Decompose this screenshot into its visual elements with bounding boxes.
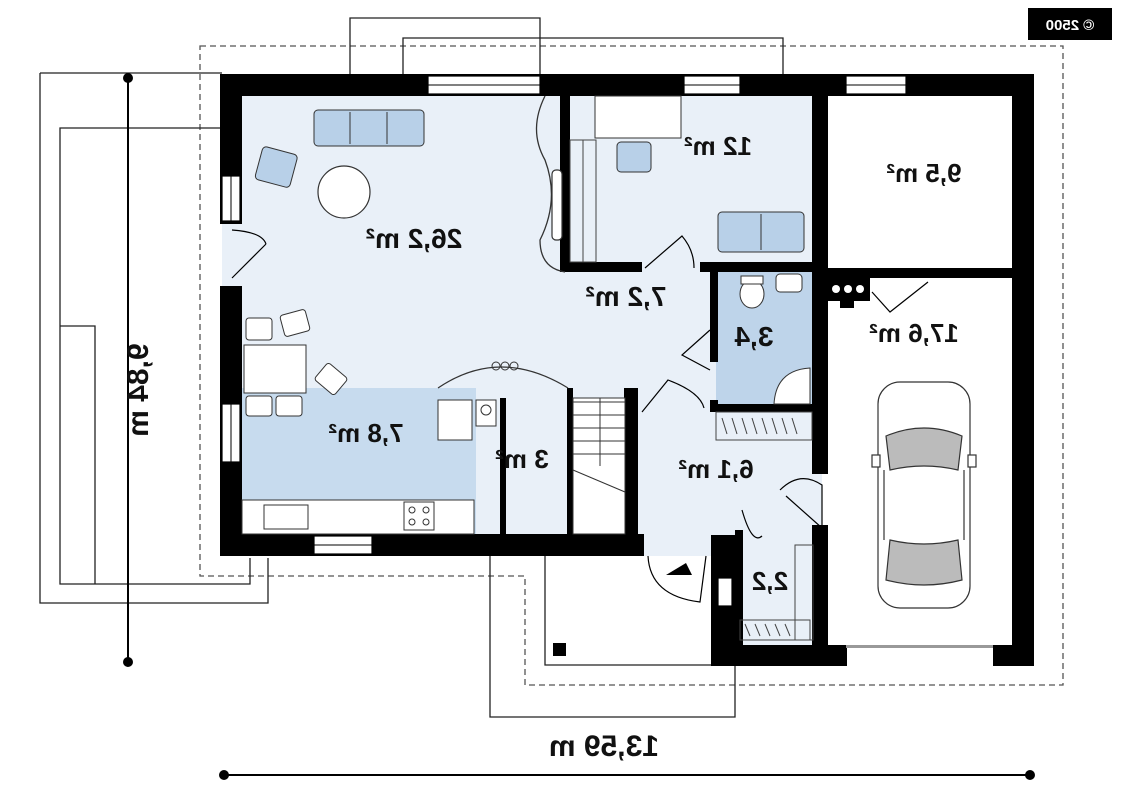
armchair-living [254,146,298,188]
terrace-inner-outline [59,127,251,585]
top-bay-outline [349,17,541,76]
curved-partition [535,95,566,273]
hangers [721,417,798,637]
terrace-step [60,325,96,584]
porch-column [553,643,566,656]
coffee-table [317,165,371,219]
entrance-outline [489,556,736,718]
sofa-living [313,109,425,147]
room-area-label-wardrobe: 2,2 [752,566,788,596]
kitchen-counter [241,499,475,535]
window-sills [230,84,906,546]
built-in-wardrobe [569,139,814,641]
badge [1028,8,1112,40]
depth-dimension-label: 9,84 m [122,343,155,436]
doors [231,229,929,603]
chimney [826,270,870,308]
entrance-arrow-icon [666,563,692,575]
radiator-icon [491,361,519,371]
sofa-room [717,211,805,253]
stairs [572,397,626,535]
depth-dimension-line [123,73,133,667]
room-area-label-garage-storage: 9,5 m² [886,158,961,188]
room-area-label-kitchen: 7,8 m² [328,418,403,448]
room-area-label-pantry: 3 m² [495,444,549,474]
fridge [437,399,497,441]
dining-set [243,309,348,417]
badge-text: © 2500 [1046,17,1095,34]
room-area-label-vestibule: 6,1 m² [678,454,753,484]
car-icon [871,381,977,609]
room-area-label-bathroom: 3,4 [734,321,773,352]
terrace-outline [39,73,269,604]
room-area-label-hall: 7,2 m² [586,281,667,312]
porch-outline [544,556,715,666]
bathroom-fixtures [739,273,811,405]
office-chair [616,141,652,173]
room-area-label-living: 26,2 m² [366,223,463,254]
width-dimension-label: 13,59 m [549,730,659,763]
garage-door-mark [846,645,993,648]
roof-outline [199,45,1064,686]
top-bay-outline-2 [402,37,784,76]
desk [594,95,682,139]
floor-wardrobe [735,540,823,650]
fireplace [551,169,563,241]
width-dimension-line [219,770,1035,780]
room-area-label-room-12: 12 m² [684,131,752,161]
room-area-label-garage: 17,6 m² [869,318,959,348]
room-labels: 26,2 m² 12 m² 9,5 m² 7,2 m² 3,4 17,6 m² 7,8 m²… [328,131,961,596]
